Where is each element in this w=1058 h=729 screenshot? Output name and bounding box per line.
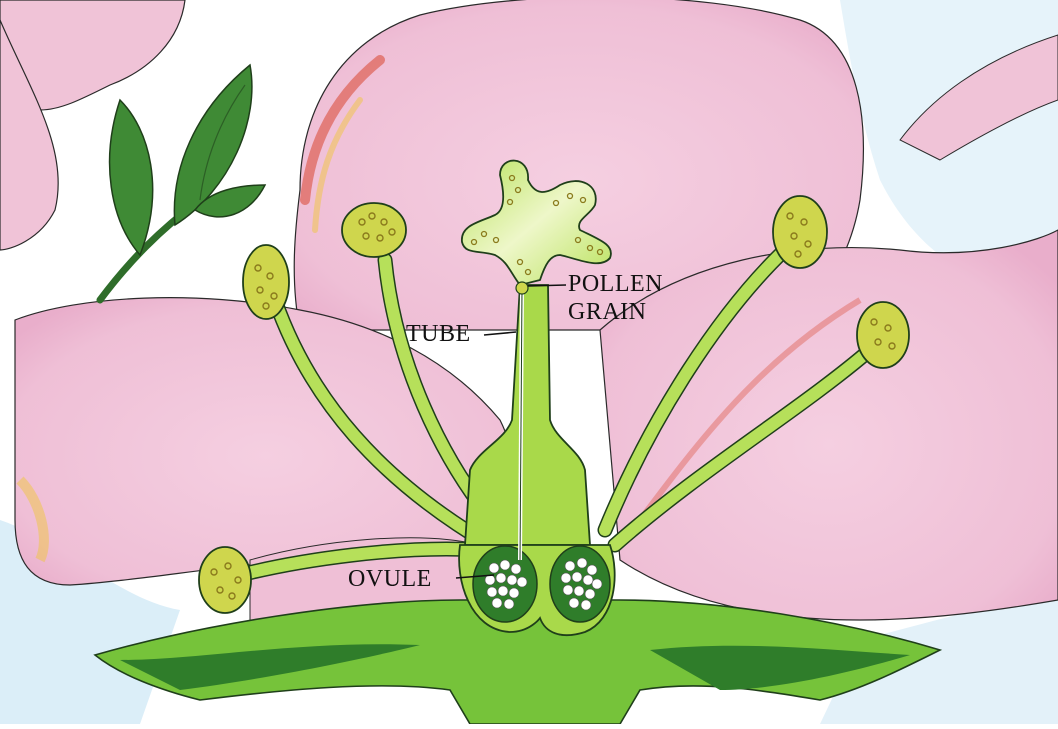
- right-petal: [600, 230, 1058, 620]
- ovule-label: OVULE: [348, 565, 432, 593]
- pollen-grain-label-line2: GRAIN: [568, 298, 663, 326]
- tube-label: TUBE: [406, 320, 471, 348]
- pollen-grain-leader-line: [528, 285, 566, 286]
- anther: [243, 245, 289, 319]
- ovule-chamber-left: [473, 546, 537, 622]
- pollen-grain-label: POLLEN GRAIN: [568, 270, 663, 326]
- anther: [773, 196, 827, 268]
- anther: [342, 203, 406, 257]
- anther: [199, 547, 251, 613]
- anther: [857, 302, 909, 368]
- pollen-grain: [516, 282, 528, 294]
- pollen-grain-label-line1: POLLEN: [568, 270, 663, 298]
